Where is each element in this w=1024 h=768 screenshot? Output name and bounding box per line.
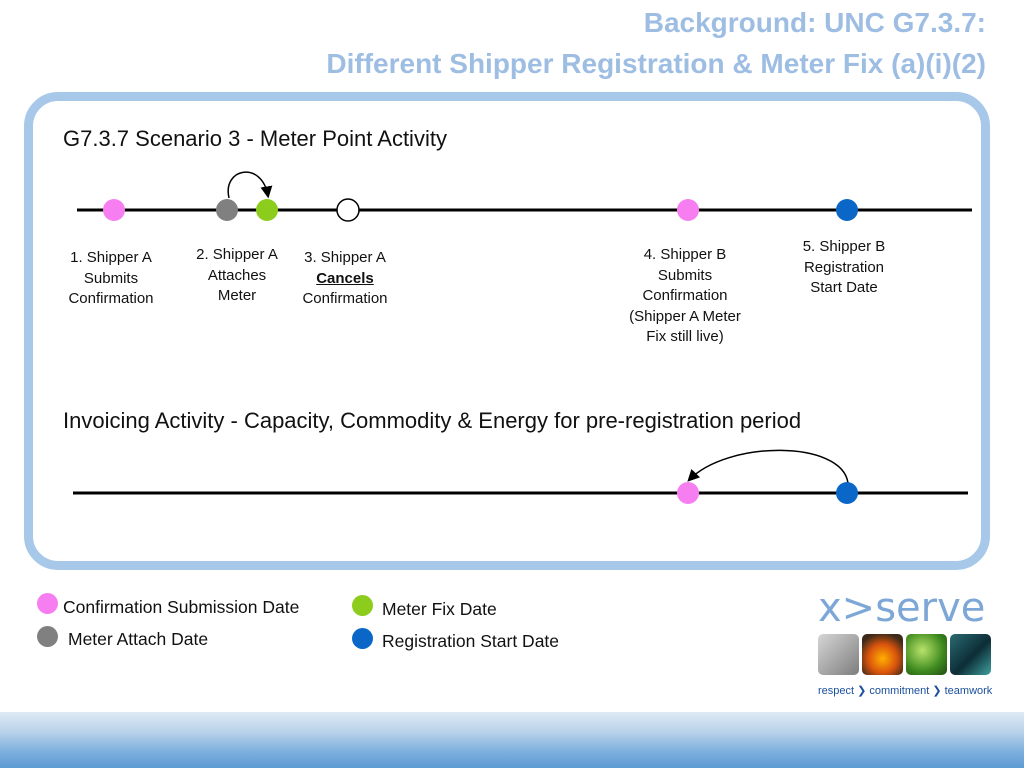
meter-fix-marker <box>256 199 278 221</box>
leaf-tile <box>906 634 947 675</box>
logo-wordmark: x>serve <box>818 585 986 631</box>
legend-meter-fix-label: Meter Fix Date <box>382 599 497 619</box>
event-3-marker <box>336 198 360 222</box>
invoicing-registration-marker <box>836 482 858 504</box>
invoicing-backdate-arrow <box>687 449 849 484</box>
logo-tagline: respect ❯ commitment ❯ teamwork <box>818 685 993 697</box>
event-1-marker <box>103 199 125 221</box>
footer-band <box>0 712 1024 768</box>
event-5-label: 5. Shipper B Registration Start Date <box>802 238 886 296</box>
event-5-marker <box>836 199 858 221</box>
event-2-label: 2. Shipper A Attaches Meter <box>196 246 278 304</box>
legend-registration-dot <box>352 628 373 649</box>
slide-title-line2: Different Shipper Registration & Meter F… <box>326 48 986 79</box>
xoserve-logo: x>serve respect ❯ commitment ❯ teamwork <box>818 588 1002 700</box>
event-2-marker <box>216 199 238 221</box>
legend-meter-attach-dot <box>37 626 58 647</box>
legend-confirmation-dot <box>37 593 58 614</box>
legend-registration-label: Registration Start Date <box>382 631 560 651</box>
invoicing-confirmation-marker <box>677 482 699 504</box>
event-3-label: 3. Shipper A Cancels Confirmation <box>302 249 388 307</box>
content-panel <box>24 92 990 570</box>
legend-meter-attach-label: Meter Attach Date <box>68 629 209 649</box>
legend-meter-fix-dot <box>352 595 373 616</box>
gas-flame-tile <box>862 634 903 675</box>
circuit-tile <box>950 634 991 675</box>
event-4-marker <box>677 199 699 221</box>
legend-confirmation-label: Confirmation Submission Date <box>63 597 300 617</box>
logo-image-tiles <box>818 634 994 680</box>
invoicing-heading: Invoicing Activity - Capacity, Commodity… <box>63 408 802 433</box>
meter-photo-tile <box>818 634 859 675</box>
event-1-label: 1. Shipper A Submits Confirmation <box>68 249 154 307</box>
scenario-heading: G7.3.7 Scenario 3 - Meter Point Activity <box>63 126 447 151</box>
slide-title-line1: Background: UNC G7.3.7: <box>643 7 986 38</box>
event-4-label: 4. Shipper B Submits Confirmation (Shipp… <box>629 246 741 345</box>
meter-attach-arrow <box>227 171 273 199</box>
